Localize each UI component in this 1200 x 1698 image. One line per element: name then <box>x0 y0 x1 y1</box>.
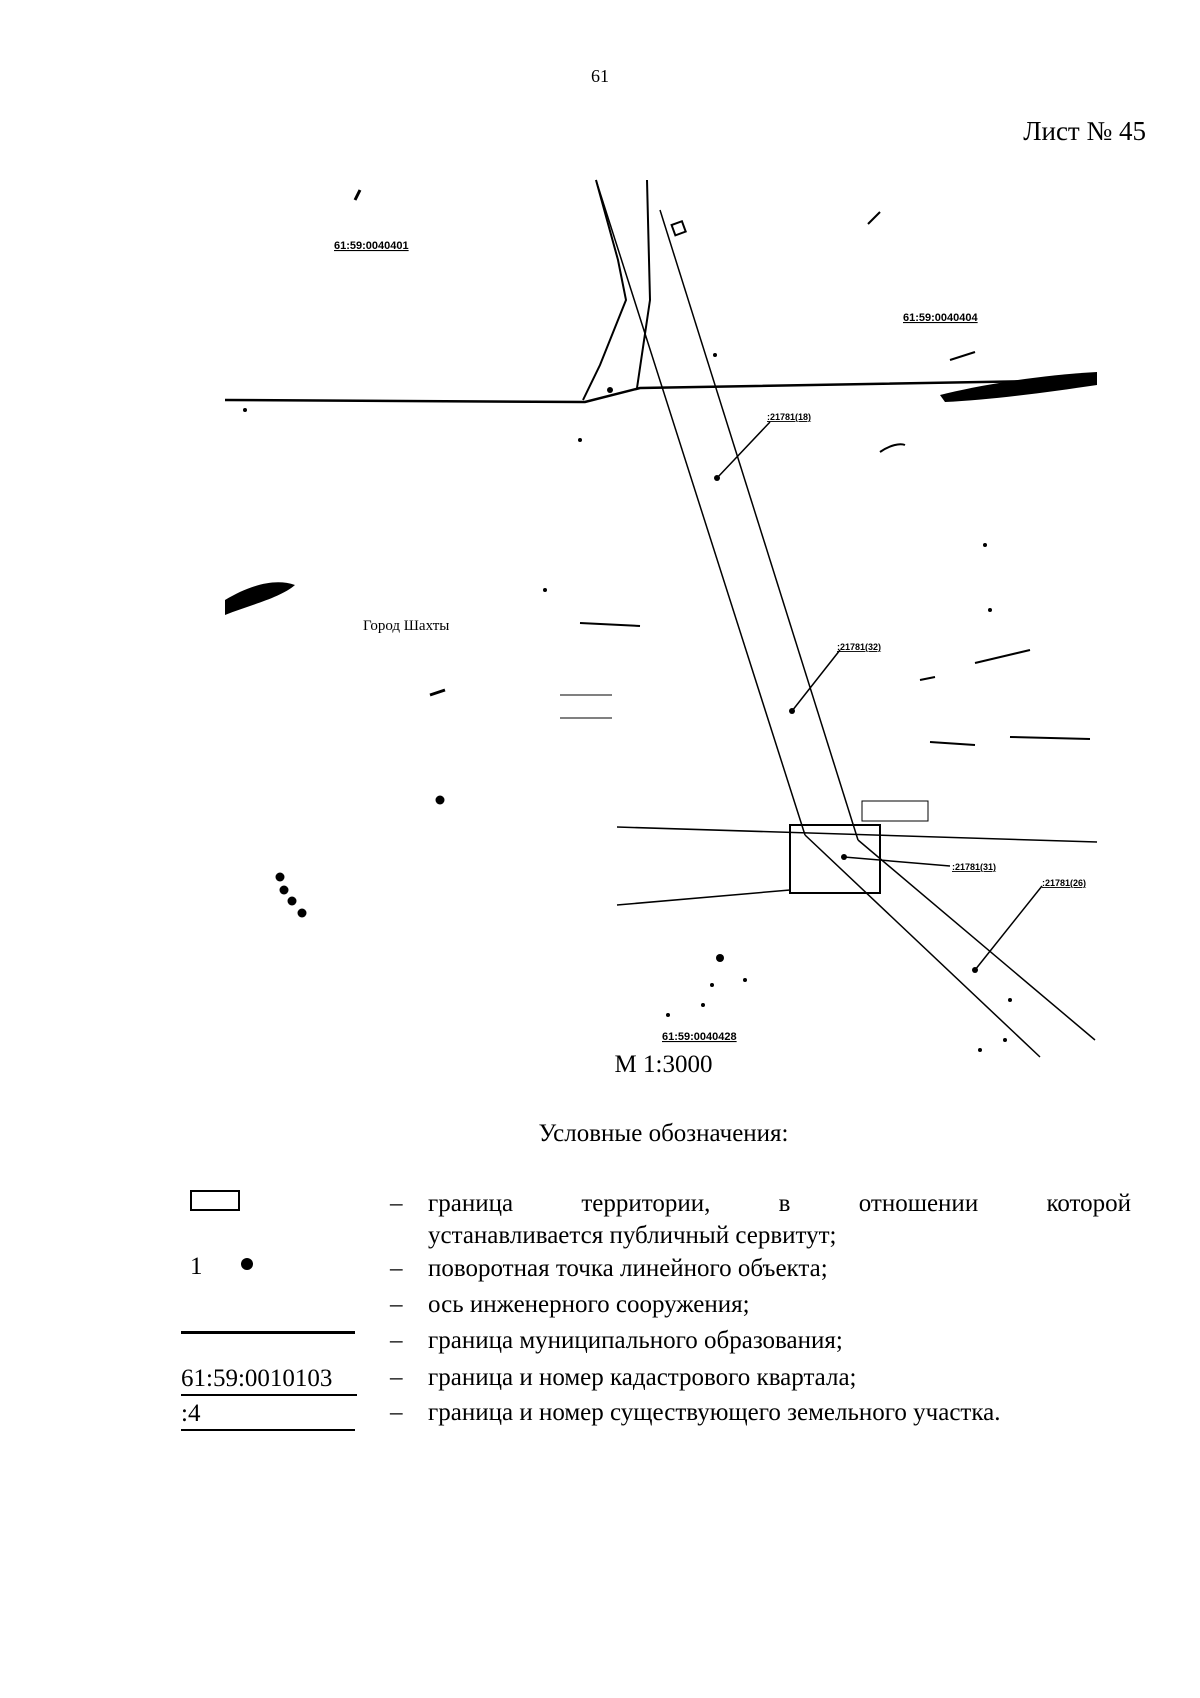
legend-item-turning-point: поворотная точка линейного объекта; <box>428 1255 828 1282</box>
legend-item-land-parcel: граница и номер существующего земельного… <box>428 1399 1001 1426</box>
lower-boundary-2 <box>616 889 791 906</box>
map-label-parcel-2: :21781(32) <box>837 642 881 652</box>
turning-point <box>297 908 307 918</box>
legend-item-servitude: граница территории, в отношении которой <box>428 1190 1131 1217</box>
structure-axis-4 <box>857 839 1096 1041</box>
road-boundary <box>582 179 628 401</box>
legend-item-servitude-cont: устанавливается публичный сервитут; <box>428 1222 837 1249</box>
turning-point <box>279 885 289 895</box>
legend-title: Условные обозначения: <box>538 1120 789 1147</box>
page-number: 61 <box>591 66 609 86</box>
turning-point <box>287 896 297 906</box>
lower-boundary-1 <box>616 826 1098 843</box>
legend-symbol-servitude-rect <box>190 1190 240 1211</box>
legend-dash: – <box>390 1255 403 1282</box>
map-label-city: Город Шахты <box>363 618 449 634</box>
municipal-boundary-line <box>224 378 1098 404</box>
map-label-quarter-2: 61:59:0040404 <box>903 312 979 324</box>
map-label-parcel-1: :21781(18) <box>767 412 811 422</box>
small-rect <box>861 800 929 822</box>
map-label-quarter-3: 61:59:0040428 <box>662 1031 737 1043</box>
map-label-parcel-3: :21781(31) <box>952 862 996 872</box>
legend-dash: – <box>390 1291 403 1318</box>
map-scale: М 1:3000 <box>614 1051 713 1078</box>
legend-symbol-municipal-line <box>181 1331 355 1334</box>
legend-item-municipal-boundary: граница муниципального образования; <box>428 1327 843 1354</box>
turning-point <box>435 795 445 805</box>
legend-symbol-point-number: 1 <box>190 1253 203 1280</box>
road-boundary-2 <box>636 179 652 389</box>
legend-dash: – <box>390 1327 403 1354</box>
legend-dash: – <box>390 1364 403 1391</box>
turning-point <box>275 872 285 882</box>
legend-item-cadastral-quarter: граница и номер кадастрового квартала; <box>428 1364 857 1391</box>
map-label-parcel-4: :21781(26) <box>1042 878 1086 888</box>
structure-axis-2 <box>659 209 859 841</box>
map-label-quarter-1: 61:59:0040401 <box>334 240 409 252</box>
servitude-boundary <box>789 824 881 894</box>
cadastral-map: 61:59:0040401 61:59:0040404 61:59:004042… <box>224 179 1098 1058</box>
small-square <box>670 219 687 237</box>
legend-symbol-point-dot <box>241 1258 253 1270</box>
structure-axis-1 <box>595 179 806 836</box>
legend-dash: – <box>390 1190 403 1217</box>
legend-symbol-cadastral-quarter: 61:59:0010103 <box>181 1364 357 1396</box>
structure-axis-3 <box>804 834 1041 1058</box>
sheet-label: Лист № 45 <box>1023 116 1146 146</box>
legend-item-structure-axis: ось инженерного сооружения; <box>428 1291 750 1318</box>
legend-symbol-land-parcel: :4 <box>181 1399 355 1431</box>
legend-dash: – <box>390 1399 403 1426</box>
